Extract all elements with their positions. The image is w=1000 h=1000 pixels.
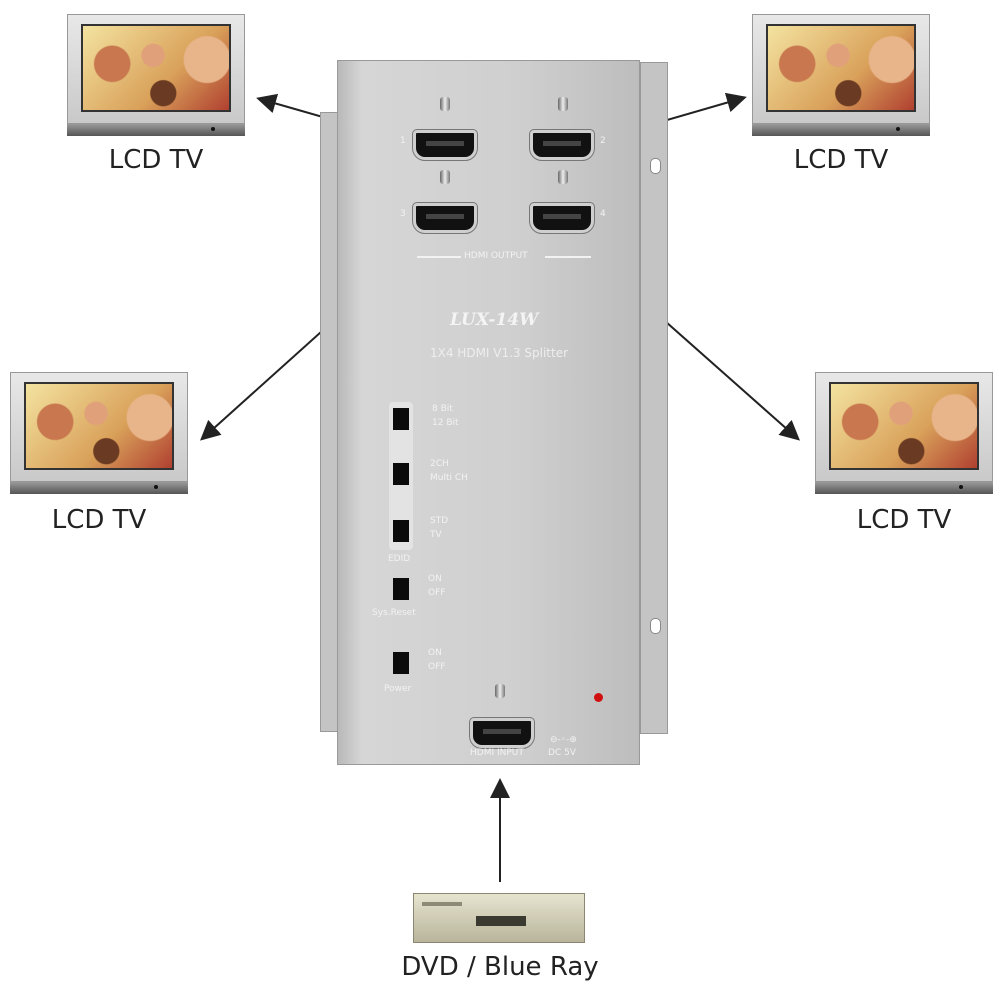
dip-switch-power[interactable] bbox=[393, 652, 409, 674]
dvd-player-image bbox=[413, 893, 585, 943]
lcd-tv-image bbox=[10, 372, 188, 494]
port-number: 4 bbox=[600, 209, 606, 219]
tv-label: LCD TV bbox=[856, 505, 952, 535]
lcd-tv-image bbox=[752, 14, 930, 136]
dip-switch-edid[interactable] bbox=[393, 520, 409, 542]
source-label: DVD / Blue Ray bbox=[401, 952, 599, 982]
hdmi-input-port bbox=[469, 717, 535, 749]
hdmi-output-port-1 bbox=[412, 129, 478, 161]
hdmi-input-label: HDMI INPUT bbox=[470, 748, 524, 758]
port-number: 3 bbox=[400, 209, 406, 219]
dip-switch-color-depth[interactable] bbox=[393, 408, 409, 430]
hdmi-splitter-device bbox=[337, 60, 640, 765]
hdmi-output-port-4 bbox=[529, 202, 595, 234]
hdmi-output-port-2 bbox=[529, 129, 595, 161]
hdmi-output-port-3 bbox=[412, 202, 478, 234]
model-label: 1X4 HDMI V1.3 Splitter bbox=[430, 346, 569, 360]
power-label: Power bbox=[384, 684, 412, 694]
sys-reset-label: Sys.Reset bbox=[372, 608, 416, 618]
edid-label: EDID bbox=[388, 554, 411, 564]
port-number: 2 bbox=[600, 136, 606, 146]
brand-logo: LUX-14W bbox=[450, 310, 539, 330]
hdmi-output-label: HDMI OUTPUT bbox=[464, 251, 528, 261]
port-number: 1 bbox=[400, 136, 406, 146]
power-led bbox=[594, 693, 603, 702]
tv-label: LCD TV bbox=[108, 145, 204, 175]
tv-label: LCD TV bbox=[51, 505, 147, 535]
lcd-tv-image bbox=[67, 14, 245, 136]
dc-power-label: DC 5V bbox=[548, 748, 576, 758]
tv-label: LCD TV bbox=[793, 145, 889, 175]
dip-switch-audio[interactable] bbox=[393, 463, 409, 485]
lcd-tv-image bbox=[815, 372, 993, 494]
dip-switch-sys-reset[interactable] bbox=[393, 578, 409, 600]
